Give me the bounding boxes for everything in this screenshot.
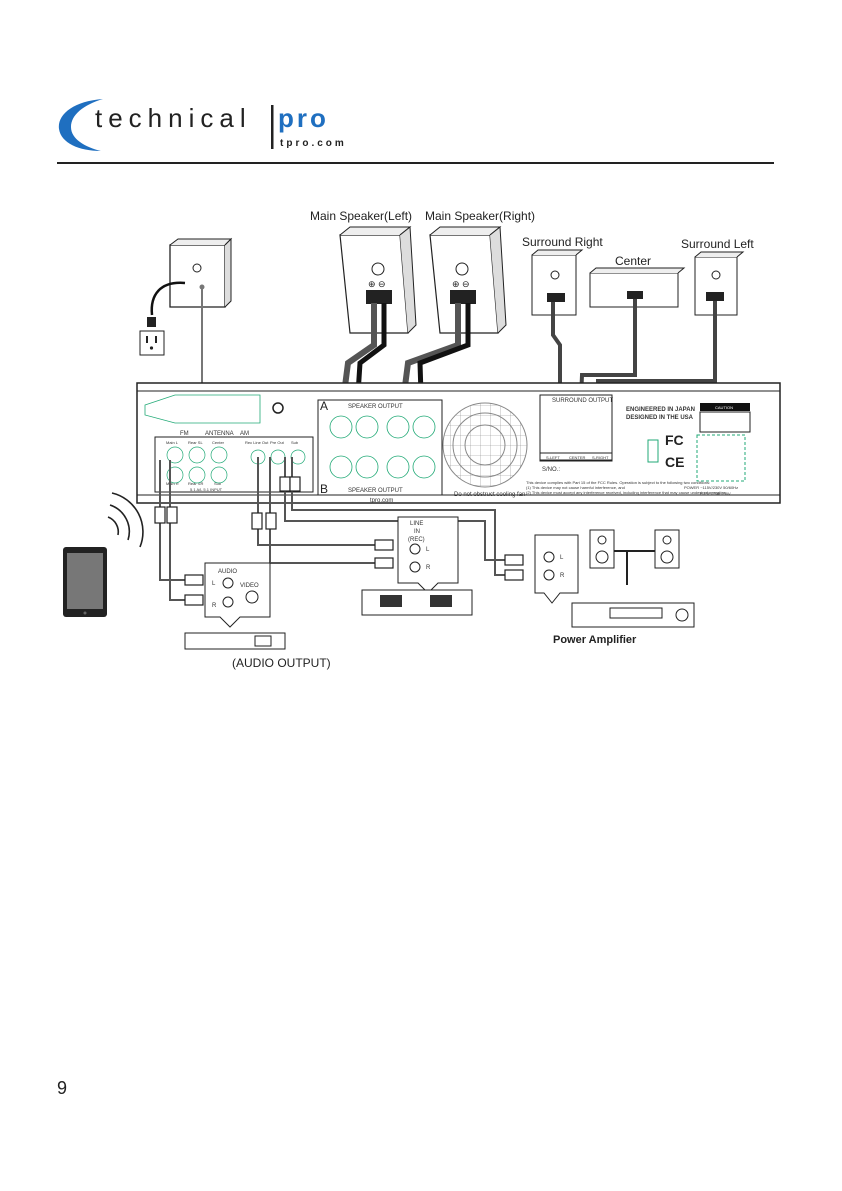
header-rule xyxy=(57,162,774,164)
logo-pro-text: pro xyxy=(278,103,329,133)
svg-text:Pre Out: Pre Out xyxy=(270,440,285,445)
svg-text:tpro.com: tpro.com xyxy=(370,498,393,504)
antenna-section: FM ANTENNA AM xyxy=(144,394,284,437)
svg-text:R: R xyxy=(426,565,431,571)
surround-left-speaker xyxy=(694,251,745,316)
connection-diagram: Main Speaker(Left) Main Speaker(Right) S… xyxy=(63,209,781,670)
power-amplifier xyxy=(571,529,695,628)
recorder-device: LINE IN (REC) L R xyxy=(361,516,473,616)
svg-text:Center: Center xyxy=(212,440,225,445)
surround-right-speaker xyxy=(531,249,584,316)
power-cord xyxy=(150,281,186,316)
svg-text:This device complies with Part: This device complies with Part 15 of the… xyxy=(526,480,710,485)
svg-text:FUSE T3AL250V: FUSE T3AL250V xyxy=(700,491,731,496)
svg-text:SURROUND OUTPUT: SURROUND OUTPUT xyxy=(552,398,613,404)
speaker-output-block: SPEAKER OUTPUT SPEAKER OUTPUT A B tpro.c… xyxy=(317,399,443,504)
label-center: Center xyxy=(615,254,651,268)
amplifier-input-device: L R xyxy=(534,534,579,604)
main-speaker-left: ⊕ ⊖ xyxy=(339,226,417,334)
svg-text:A: A xyxy=(320,399,328,413)
svg-text:5.1 A/L 5.1 INPUT: 5.1 A/L 5.1 INPUT xyxy=(190,487,223,492)
label-power-amplifier: Power Amplifier xyxy=(553,634,637,646)
svg-text:L: L xyxy=(426,547,430,553)
am-label: AM xyxy=(240,431,249,437)
label-audio-output: (AUDIO OUTPUT) xyxy=(232,656,331,670)
svg-text:SPEAKER OUTPUT: SPEAKER OUTPUT xyxy=(348,488,403,494)
svg-text:⊕ ⊖: ⊕ ⊖ xyxy=(452,279,470,289)
svg-text:(2) This device must accept an: (2) This device must accept any interfer… xyxy=(526,490,727,495)
label-main-right: Main Speaker(Right) xyxy=(425,209,535,223)
svg-text:Rear SR: Rear SR xyxy=(188,481,203,486)
svg-text:AUDIO: AUDIO xyxy=(218,569,237,575)
fm-label: FM xyxy=(180,431,189,437)
logo-technical-text: technical xyxy=(95,103,252,133)
svg-text:⊕ ⊖: ⊕ ⊖ xyxy=(368,279,386,289)
svg-text:VIDEO: VIDEO xyxy=(240,583,259,589)
svg-text:Main L: Main L xyxy=(166,440,179,445)
input-jacks-block: Main L Rear SL Center Rec Line Out Pre O… xyxy=(154,436,314,493)
wall-outlet xyxy=(139,317,165,356)
svg-text:CE: CE xyxy=(665,454,684,470)
svg-text:FC: FC xyxy=(665,432,684,448)
svg-text:R: R xyxy=(560,573,565,579)
logo-divider xyxy=(271,105,274,149)
svg-text:IN: IN xyxy=(414,529,420,535)
page-number: 9 xyxy=(57,1078,68,1098)
logo-url-text: tpro.com xyxy=(280,138,347,149)
svg-text:S-LEFT: S-LEFT xyxy=(546,455,560,460)
svg-text:Main R: Main R xyxy=(166,481,179,486)
label-surround-left: Surround Left xyxy=(681,237,754,251)
main-speaker-right: ⊕ ⊖ xyxy=(429,226,507,334)
svg-text:Rec Line Out: Rec Line Out xyxy=(245,440,269,445)
wireless-signal-icon xyxy=(107,492,144,548)
rca-plugs xyxy=(154,476,524,606)
svg-text:SPEAKER OUTPUT: SPEAKER OUTPUT xyxy=(348,404,403,410)
cooling-fan: Do not obstruct cooling fan xyxy=(442,402,528,498)
label-surround-right: Surround Right xyxy=(522,235,603,249)
tablet-device xyxy=(63,547,107,617)
svg-text:(REC): (REC) xyxy=(408,537,425,543)
antenna-label: ANTENNA xyxy=(205,431,234,437)
surround-output-block: SURROUND OUTPUT S-LEFT CENTER S-RIGHT S/… xyxy=(539,394,613,473)
svg-text:R: R xyxy=(212,603,217,609)
svg-text:B: B xyxy=(320,482,328,496)
svg-text:Rear SL: Rear SL xyxy=(188,440,203,445)
svg-text:CAUTION: CAUTION xyxy=(715,405,733,410)
svg-text:CENTER: CENTER xyxy=(569,455,586,460)
svg-text:LINE: LINE xyxy=(410,521,423,527)
svg-text:L: L xyxy=(212,581,216,587)
svg-text:DESIGNED IN THE USA: DESIGNED IN THE USA xyxy=(626,415,694,421)
svg-text:S-RIGHT: S-RIGHT xyxy=(592,455,609,460)
svg-text:ENGINEERED IN JAPAN: ENGINEERED IN JAPAN xyxy=(626,407,695,413)
technical-pro-logo: technical pro tpro.com xyxy=(58,99,347,151)
panel-labels: ENGINEERED IN JAPAN DESIGNED IN THE USA … xyxy=(526,403,751,496)
audio-video-source: AUDIO VIDEO L R xyxy=(184,562,286,650)
svg-text:POWER ~115V/230V 50/60Hz: POWER ~115V/230V 50/60Hz xyxy=(684,485,738,490)
svg-text:Sub: Sub xyxy=(214,481,222,486)
svg-text:(1) This device may not cause: (1) This device may not cause harmful in… xyxy=(526,485,625,490)
subwoofer xyxy=(169,237,233,308)
svg-text:S/NO.:: S/NO.: xyxy=(542,467,560,473)
label-main-left: Main Speaker(Left) xyxy=(310,209,412,223)
svg-text:L: L xyxy=(560,555,564,561)
svg-text:Do not obstruct cooling fan: Do not obstruct cooling fan xyxy=(454,492,525,498)
svg-text:Sub: Sub xyxy=(291,440,299,445)
logo-swoosh xyxy=(58,99,103,151)
